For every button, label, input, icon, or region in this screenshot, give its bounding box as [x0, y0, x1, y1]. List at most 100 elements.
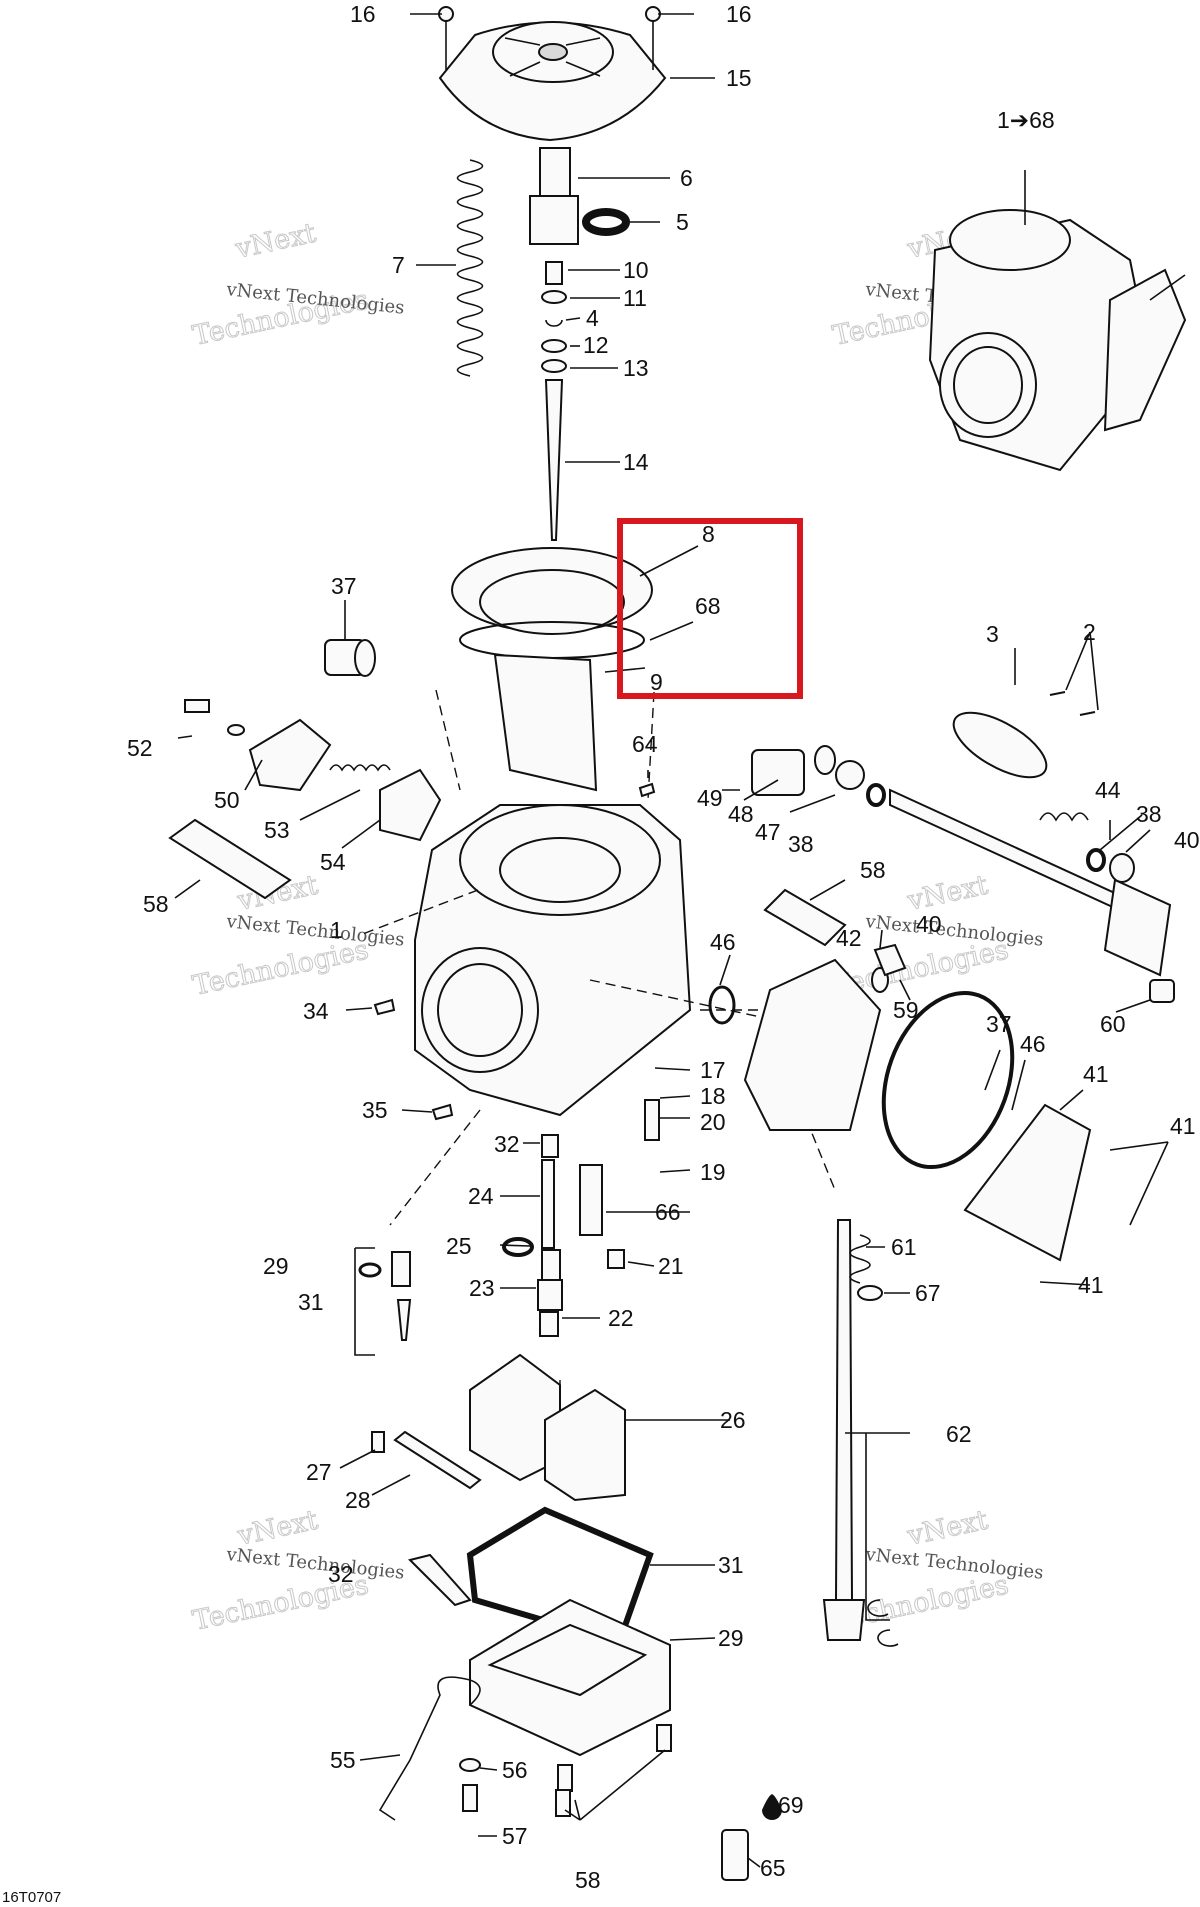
screw-35 — [431, 1103, 454, 1121]
callout-27: 27 — [306, 1459, 332, 1485]
watermark-mid-left: vNext Technologies vNext Technologies — [190, 869, 406, 1002]
callout-58-right: 58 — [860, 857, 886, 883]
callout-7: 7 — [392, 252, 405, 278]
callout-40: 40 — [916, 911, 942, 937]
o-ring-5 — [582, 208, 630, 236]
callout-25: 25 — [446, 1233, 472, 1259]
callout-52: 52 — [127, 735, 153, 761]
watermark-line1: vNext — [234, 1505, 321, 1552]
callout-12: 12 — [583, 332, 609, 358]
callout-16-right: 16 — [726, 1, 752, 27]
callout-34: 34 — [303, 998, 329, 1024]
callout-38: 37 — [986, 1011, 1012, 1037]
adjust-screw-63 — [822, 1219, 899, 1647]
callout-35: 35 — [362, 1097, 388, 1123]
callout-53: 53 — [264, 817, 290, 843]
watermark-line1: vNext — [232, 218, 319, 265]
callout-30: 29 — [263, 1253, 289, 1279]
callout-43-top: 41 — [1170, 1113, 1196, 1139]
leader-lines — [174, 13, 1169, 1868]
callout-15: 15 — [726, 65, 752, 91]
spring-7 — [456, 159, 484, 377]
callout-20: 20 — [700, 1109, 726, 1135]
callout-63: 62 — [946, 1421, 972, 1447]
callout-51: 50 — [214, 787, 240, 813]
callout-33-bottom: 32 — [328, 1561, 354, 1587]
callout-22: 22 — [608, 1305, 634, 1331]
callout-60: 59 — [893, 997, 919, 1023]
needle-holder-6 — [529, 147, 579, 245]
watermark-inline: vNext Technologies — [863, 1544, 1044, 1584]
callout-57: 57 — [502, 1823, 528, 1849]
fitting-60 — [873, 943, 907, 977]
callout-37: 37 — [331, 573, 357, 599]
callout-56: 56 — [502, 1757, 528, 1783]
screw-34 — [373, 998, 396, 1016]
callout-9: 9 — [650, 669, 663, 695]
carb-cap — [438, 21, 667, 142]
callout-17: 17 — [700, 1057, 726, 1083]
cover-group — [708, 958, 1092, 1262]
callout-59: 58 — [575, 1867, 601, 1893]
callout-46: 46 — [1020, 1031, 1046, 1057]
callout-43-bottom: 41 — [1078, 1272, 1104, 1298]
callout-64: 64 — [632, 731, 658, 757]
callout-6: 6 — [680, 165, 693, 191]
callout-47: 46 — [710, 929, 736, 955]
watermark-bottom-left: vNext Technologies vNext Technologies — [190, 1504, 406, 1637]
callout-21: 21 — [658, 1253, 684, 1279]
parts-drawing — [168, 6, 1187, 1881]
callout-61: 60 — [1100, 1011, 1126, 1037]
callout-2: 2 — [1083, 619, 1096, 645]
screw-64 — [638, 782, 656, 798]
choke-shaft-right — [751, 691, 1175, 1003]
callout-3: 3 — [986, 621, 999, 647]
callout-33-top: 32 — [494, 1131, 520, 1157]
plug-37 — [324, 639, 376, 677]
callout-39-right: 38 — [1136, 801, 1162, 827]
callout-54: 54 — [320, 849, 346, 875]
callout-65: 65 — [760, 1855, 786, 1881]
callout-1: 1 — [330, 917, 343, 943]
callout-42: 41 — [1083, 1061, 1109, 1087]
float-bowl-29 — [408, 1553, 671, 1757]
callout-58-left: 58 — [143, 891, 169, 917]
callout-11: 11 — [623, 285, 647, 311]
callout-41: 40 — [1174, 827, 1200, 853]
tube-58-left — [168, 818, 292, 900]
callout-assembly: 1➔68 — [997, 107, 1055, 133]
callout-16-left: 16 — [350, 1, 376, 27]
callout-18: 18 — [700, 1083, 726, 1109]
callout-39: 38 — [788, 831, 814, 857]
callout-24: 24 — [468, 1183, 494, 1209]
callout-5: 5 — [676, 209, 689, 235]
callout-8: 8 — [702, 521, 715, 547]
callout-48: 47 — [755, 819, 781, 845]
highlight-box — [617, 518, 803, 699]
watermark-inline: vNext Technologies — [224, 1544, 405, 1584]
callout-55: 55 — [330, 1747, 356, 1773]
callout-28: 28 — [345, 1487, 371, 1513]
callout-4: 4 — [586, 305, 599, 331]
callout-67: 67 — [915, 1280, 941, 1306]
callout-26: 26 — [720, 1407, 746, 1433]
callout-50: 49 — [697, 785, 723, 811]
bowl-hardware — [378, 1676, 782, 1881]
needle-valve — [354, 1247, 412, 1356]
callout-62: 61 — [891, 1234, 917, 1260]
callout-69: 69 — [778, 1792, 804, 1818]
callout-19: 19 — [700, 1159, 726, 1185]
callout-13: 13 — [623, 355, 649, 381]
carburetor-assembly-thumbnail — [928, 209, 1187, 472]
tube-58-right — [763, 888, 847, 947]
callout-44: 42 — [836, 925, 862, 951]
callout-32: 31 — [298, 1289, 324, 1315]
screw-16-left — [438, 6, 454, 70]
callout-66: 66 — [655, 1199, 681, 1225]
watermark-top-left: vNext Technologies vNext Technologies — [190, 217, 406, 352]
jets-group — [502, 1099, 660, 1337]
callout-10: 10 — [623, 257, 649, 283]
carb-body — [414, 804, 692, 1117]
callout-31: 31 — [718, 1552, 744, 1578]
choke-left — [184, 699, 442, 842]
